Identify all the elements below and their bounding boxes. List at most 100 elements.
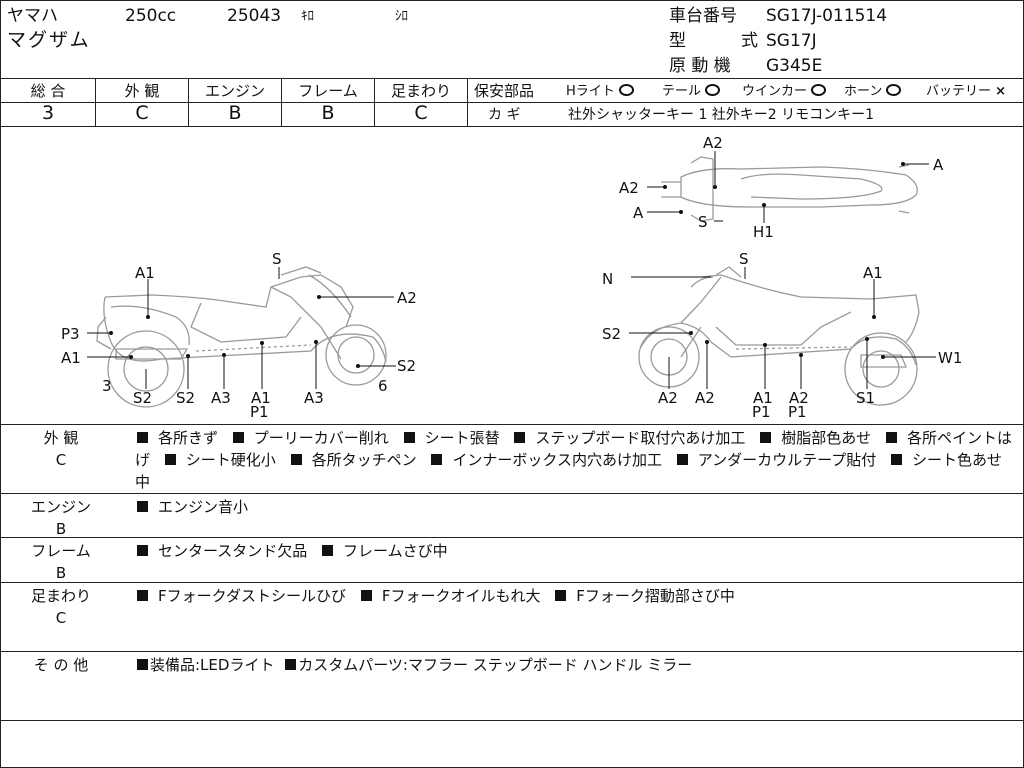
scooter-right-view	[638, 266, 920, 406]
dl-top-a2: A2	[703, 134, 723, 152]
bullet-square-icon	[891, 454, 903, 465]
color: ｼﾛ	[395, 9, 408, 24]
dl-left-a3: A3	[211, 389, 231, 407]
bullet-square-icon	[760, 432, 772, 443]
mileage: 25043	[227, 6, 282, 26]
bullet-square-icon	[514, 432, 526, 443]
note-item: センタースタンド欠品	[135, 542, 307, 560]
note-suspension-items: Fフォークダストシールひび Fフォークオイルもれ大 Fフォーク摺動部さび中	[135, 585, 1015, 607]
dl-left-a1b: A1	[61, 349, 81, 367]
maker: ヤマハ	[7, 6, 58, 26]
key-text: 社外シャッターキー 1 社外キー2 リモコンキー1	[568, 107, 875, 123]
bullet-square-icon	[431, 454, 443, 465]
grade-exterior: 外 観 C	[96, 79, 189, 127]
grade-frame: フレーム B	[282, 79, 375, 127]
header: ヤマハ 250cc 25043 ｷﾛ ｼﾛ マグザム 車台番号 SG17J-01…	[1, 1, 1024, 79]
bullet-square-icon	[676, 454, 688, 465]
key-label: カ ギ	[488, 107, 521, 123]
bullet-square-icon	[555, 590, 567, 601]
dl-left-s2c: S2	[176, 389, 195, 407]
damage-diagram: S A1 A2 P3 A1 S2 3 S2 S2 A3 A1 P1 A3 6 S…	[1, 127, 1024, 425]
note-item: 各所タッチペン	[289, 451, 417, 469]
note-item: シート硬化小	[163, 451, 276, 469]
bullet-square-icon	[137, 545, 148, 556]
safety-item-headlight: Hライト	[566, 82, 636, 102]
grade-engine: エンジン B	[189, 79, 282, 127]
note-item: プーリーカバー削れ	[231, 429, 389, 447]
note-item: 各所ペイントはげ	[135, 429, 1012, 469]
bullet-square-icon	[885, 432, 897, 443]
dl-left-s2b: S2	[133, 389, 152, 407]
note-item: 装備品:LEDライト	[135, 656, 274, 674]
note-item: フレームさび中	[320, 542, 448, 560]
bullet-square-icon	[290, 454, 302, 465]
dl-top-a: A	[933, 156, 944, 174]
note-item: ステップボード取付穴あけ加工	[512, 429, 745, 447]
note-item: 樹脂部色あせ	[758, 429, 871, 447]
bullet-square-icon	[137, 590, 148, 601]
displacement: 250cc	[125, 6, 177, 26]
note-item: Fフォークオイルもれ大	[359, 587, 540, 605]
note-exterior-items: 各所きず プーリーカバー削れ シート張替 ステップボード取付穴あけ加工 樹脂部色…	[135, 427, 1015, 493]
note-item: Fフォークダストシールひび	[135, 587, 346, 605]
note-frame-items: センタースタンド欠品 フレームさび中	[135, 540, 1015, 562]
ok-mark-icon	[705, 84, 721, 96]
dl-right-a1b: A1	[753, 389, 773, 407]
dl-left-a1c: A1	[251, 389, 271, 407]
dl-top-a2b: A2	[619, 179, 639, 197]
note-other-items: 装備品:LEDライト カスタムパーツ:マフラー ステップボード ハンドル ミラー	[135, 654, 1015, 676]
dl-right-a2b: A2	[695, 389, 715, 407]
bullet-square-icon	[322, 545, 334, 556]
type-label-2: 式	[741, 31, 758, 51]
bullet-square-icon	[164, 454, 176, 465]
safety-item-tail: テール	[662, 82, 722, 102]
note-item: シート張替	[402, 429, 500, 447]
scooter-left-view	[96, 266, 387, 408]
dl-left-s: S	[272, 250, 282, 268]
bullet-square-icon	[285, 659, 297, 670]
bullet-square-icon	[137, 659, 148, 670]
dl-right-a2c: A2	[789, 389, 809, 407]
dl-right-n: N	[602, 270, 613, 288]
dl-left-p3: P3	[61, 325, 80, 343]
note-other: そ の 他 装備品:LEDライト カスタムパーツ:マフラー ステップボード ハン…	[1, 652, 1024, 721]
engine-label: 原 動 機	[669, 56, 731, 76]
dl-right-a1: A1	[863, 264, 883, 282]
dl-right-w1: W1	[938, 349, 962, 367]
safety-item-horn: ホーン	[844, 82, 903, 102]
note-engine-items: エンジン音小	[135, 496, 1015, 518]
dl-right-s: S	[739, 250, 749, 268]
note-item: インナーボックス内穴あけ加工	[429, 451, 662, 469]
dl-right-a2: A2	[658, 389, 678, 407]
bullet-square-icon	[232, 432, 244, 443]
dl-right-p1b: P1	[788, 403, 807, 421]
dl-left-p1: P1	[250, 403, 269, 421]
bullet-square-icon	[403, 432, 415, 443]
dl-left-3: 3	[102, 377, 112, 395]
note-item: シート色あせ中	[135, 451, 1003, 491]
bullet-square-icon	[360, 590, 372, 601]
type-label-1: 型	[669, 31, 686, 51]
dl-left-a2: A2	[397, 289, 417, 307]
safety-item-winker: ウインカー	[742, 82, 828, 102]
dl-top-h1: H1	[753, 223, 774, 241]
scooter-diagram: S A1 A2 P3 A1 S2 3 S2 S2 A3 A1 P1 A3 6 S…	[61, 134, 962, 421]
note-item: 各所きず	[135, 429, 218, 447]
frame-no-label: 車台番号	[669, 6, 737, 26]
engine-value: G345E	[766, 56, 823, 76]
dl-left-s2: S2	[397, 357, 416, 375]
ok-mark-icon	[811, 84, 827, 96]
bullet-square-icon	[137, 432, 148, 443]
grade-overall: 総 合 3	[1, 79, 96, 127]
model-name: マグザム	[7, 29, 91, 51]
note-item: カスタムパーツ:マフラー ステップボード ハンドル ミラー	[283, 656, 692, 674]
safety-label: 保安部品	[474, 82, 535, 100]
scooter-top-view	[661, 156, 918, 222]
mileage-unit: ｷﾛ	[301, 9, 314, 24]
ok-mark-icon	[618, 84, 634, 96]
safety-item-battery: バッテリー ×	[926, 84, 1007, 99]
